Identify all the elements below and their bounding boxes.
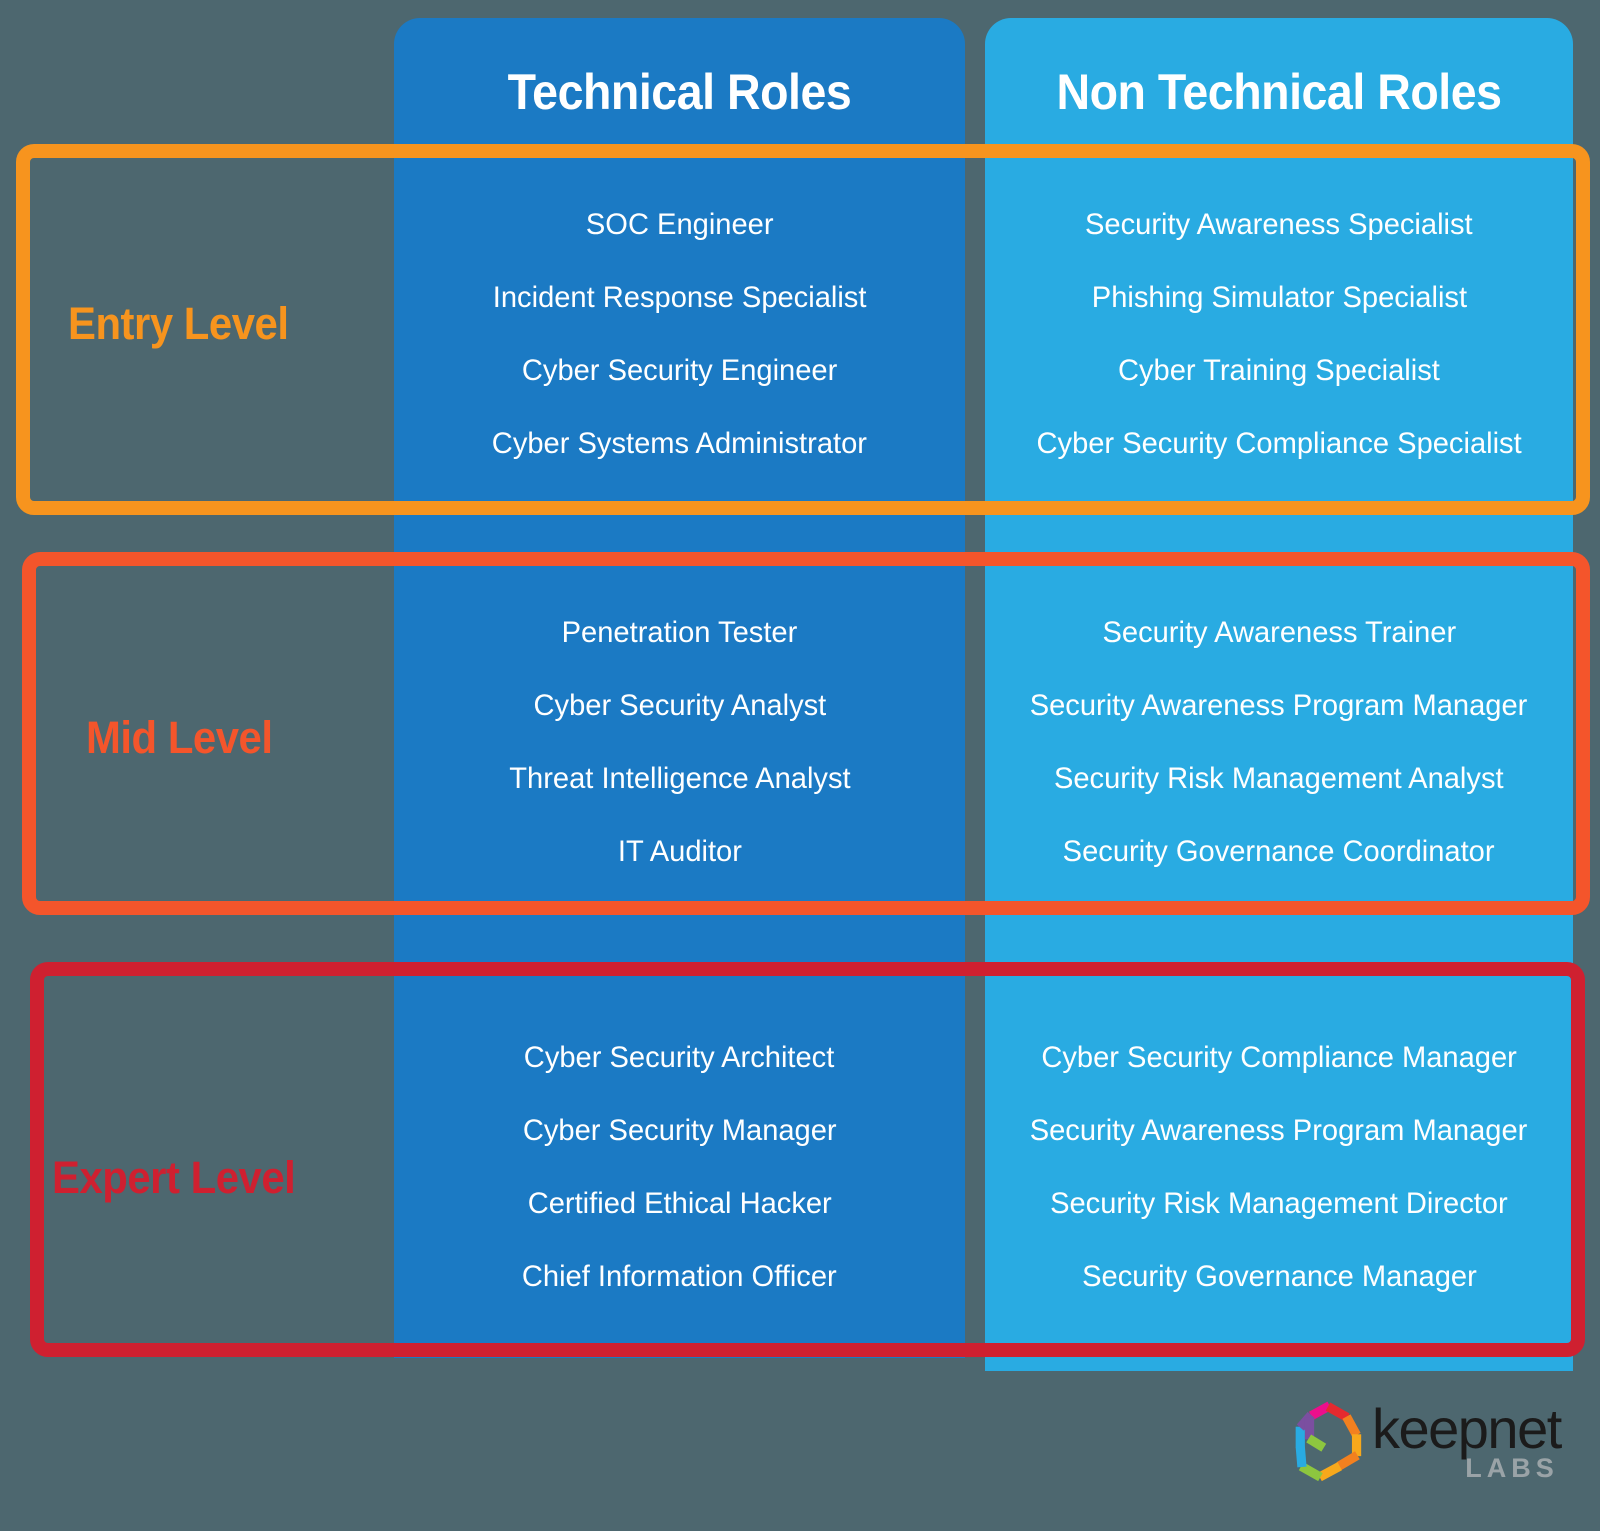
- column-header-technical: Technical Roles: [507, 64, 852, 120]
- role-item: Penetration Tester: [561, 616, 798, 649]
- level-label-expert: Expert Level: [52, 1152, 296, 1203]
- column-header-non-technical: Non Technical Roles: [1056, 64, 1502, 120]
- role-item: Cyber Systems Administrator: [491, 427, 868, 460]
- keepnet-hexagon-spiral-icon: [1295, 1401, 1362, 1482]
- role-item: Security Awareness Trainer: [1102, 616, 1456, 649]
- role-item: Security Awareness Specialist: [1085, 208, 1473, 241]
- keepnet-wordmark: keepnet LABS: [1372, 1396, 1562, 1483]
- role-item: Cyber Security Compliance Specialist: [1036, 427, 1522, 460]
- logo-text-labs: LABS: [1465, 1452, 1559, 1483]
- technical-entry-role-list: SOC Engineer Incident Response Specialis…: [394, 210, 965, 502]
- column-technical-roles: Technical Roles SOC Engineer Incident Re…: [394, 18, 965, 1358]
- role-item: Security Governance Coordinator: [1063, 835, 1495, 868]
- role-item: Security Risk Management Director: [1050, 1187, 1508, 1220]
- role-item: Security Awareness Program Manager: [1030, 1114, 1528, 1147]
- logo-text-keepnet: keepnet: [1372, 1396, 1562, 1460]
- role-item: Security Risk Management Analyst: [1054, 762, 1504, 795]
- non-technical-expert-role-list: Cyber Security Compliance Manager Securi…: [985, 1043, 1573, 1335]
- technical-mid-role-list: Penetration Tester Cyber Security Analys…: [394, 618, 965, 910]
- role-item: Chief Information Officer: [522, 1260, 837, 1293]
- technical-expert-role-list: Cyber Security Architect Cyber Security …: [394, 1043, 965, 1335]
- level-label-entry: Entry Level: [68, 298, 289, 349]
- role-item: Threat Intelligence Analyst: [508, 762, 851, 795]
- role-item: Certified Ethical Hacker: [527, 1187, 832, 1220]
- role-item: Phishing Simulator Specialist: [1091, 281, 1467, 314]
- role-item: Cyber Security Analyst: [533, 689, 826, 722]
- role-item: Cyber Security Manager: [522, 1114, 837, 1147]
- role-item: Security Governance Manager: [1081, 1260, 1477, 1293]
- role-item: SOC Engineer: [585, 208, 774, 241]
- non-technical-entry-role-list: Security Awareness Specialist Phishing S…: [985, 210, 1573, 502]
- role-item: IT Auditor: [617, 835, 742, 868]
- role-item: Incident Response Specialist: [492, 281, 867, 314]
- keepnet-labs-logo: keepnet LABS: [1286, 1388, 1564, 1494]
- column-non-technical-roles: Non Technical Roles Security Awareness S…: [985, 18, 1573, 1371]
- role-item: Cyber Security Engineer: [521, 354, 838, 387]
- non-technical-mid-role-list: Security Awareness Trainer Security Awar…: [985, 618, 1573, 910]
- role-item: Cyber Training Specialist: [1118, 354, 1440, 387]
- role-item: Cyber Security Architect: [524, 1041, 835, 1074]
- level-label-mid: Mid Level: [86, 712, 273, 763]
- role-item: Cyber Security Compliance Manager: [1041, 1041, 1517, 1074]
- role-item: Security Awareness Program Manager: [1030, 689, 1528, 722]
